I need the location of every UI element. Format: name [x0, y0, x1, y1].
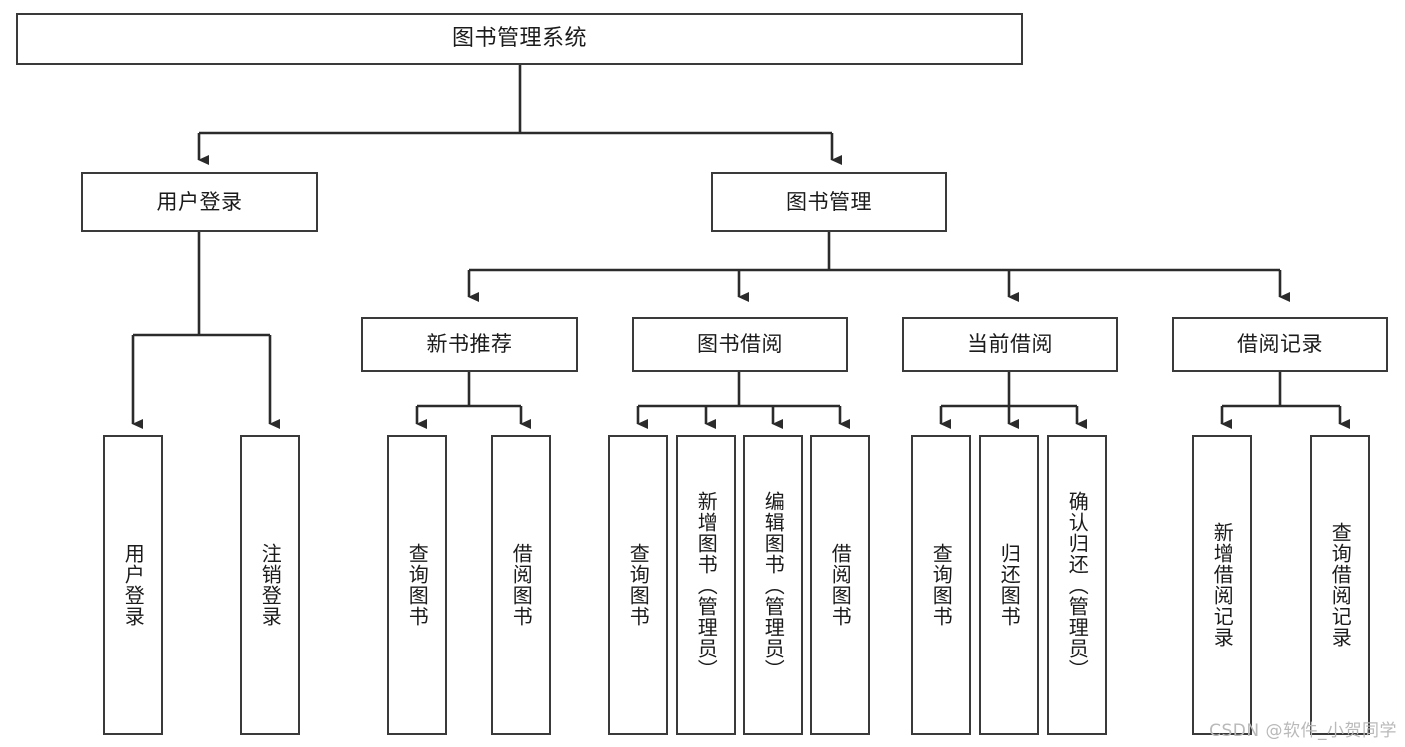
node-leaf-query-book-1[interactable]: 查询图书: [387, 435, 447, 735]
node-leaf-edit-book-label: 编辑图书（管理员）: [761, 490, 786, 680]
node-leaf-logout-label: 注销登录: [258, 543, 283, 627]
node-leaf-edit-book[interactable]: 编辑图书（管理员）: [743, 435, 803, 735]
node-user-login[interactable]: 用户登录: [81, 172, 318, 232]
node-leaf-add-record[interactable]: 新增借阅记录: [1192, 435, 1252, 735]
node-leaf-query-book-3-label: 查询图书: [929, 543, 954, 627]
node-user-login-label: 用户登录: [156, 189, 243, 214]
node-leaf-logout[interactable]: 注销登录: [240, 435, 300, 735]
node-leaf-borrow-book-2-label: 借阅图书: [828, 543, 853, 627]
node-leaf-query-book-1-label: 查询图书: [405, 543, 430, 627]
node-leaf-return-book-label: 归还图书: [997, 543, 1022, 627]
node-leaf-query-record-label: 查询借阅记录: [1328, 522, 1353, 648]
node-borrow-record-label: 借阅记录: [1237, 332, 1323, 357]
node-leaf-confirm-return[interactable]: 确认归还（管理员）: [1047, 435, 1107, 735]
node-leaf-query-book-2-label: 查询图书: [626, 543, 651, 627]
node-leaf-query-record[interactable]: 查询借阅记录: [1310, 435, 1370, 735]
node-root-label: 图书管理系统: [451, 26, 587, 52]
node-leaf-return-book[interactable]: 归还图书: [979, 435, 1039, 735]
node-leaf-confirm-return-label: 确认归还（管理员）: [1065, 490, 1090, 680]
node-book-manage[interactable]: 图书管理: [711, 172, 947, 232]
node-current-borrow[interactable]: 当前借阅: [902, 317, 1118, 372]
node-new-book-rec-label: 新书推荐: [426, 332, 513, 357]
node-leaf-add-record-label: 新增借阅记录: [1210, 522, 1235, 648]
node-leaf-query-book-3[interactable]: 查询图书: [911, 435, 971, 735]
node-book-borrow[interactable]: 图书借阅: [632, 317, 848, 372]
node-book-borrow-label: 图书借阅: [697, 332, 783, 357]
node-book-manage-label: 图书管理: [786, 189, 872, 214]
node-leaf-borrow-book-1-label: 借阅图书: [509, 543, 534, 627]
node-borrow-record[interactable]: 借阅记录: [1172, 317, 1388, 372]
node-root[interactable]: 图书管理系统: [16, 13, 1023, 65]
node-new-book-rec[interactable]: 新书推荐: [361, 317, 578, 372]
node-leaf-add-book-label: 新增图书（管理员）: [694, 490, 719, 680]
node-leaf-add-book[interactable]: 新增图书（管理员）: [676, 435, 736, 735]
node-leaf-borrow-book-2[interactable]: 借阅图书: [810, 435, 870, 735]
node-leaf-user-login-label: 用户登录: [121, 543, 146, 627]
node-leaf-query-book-2[interactable]: 查询图书: [608, 435, 668, 735]
node-leaf-user-login[interactable]: 用户登录: [103, 435, 163, 735]
node-leaf-borrow-book-1[interactable]: 借阅图书: [491, 435, 551, 735]
node-current-borrow-label: 当前借阅: [967, 332, 1053, 357]
